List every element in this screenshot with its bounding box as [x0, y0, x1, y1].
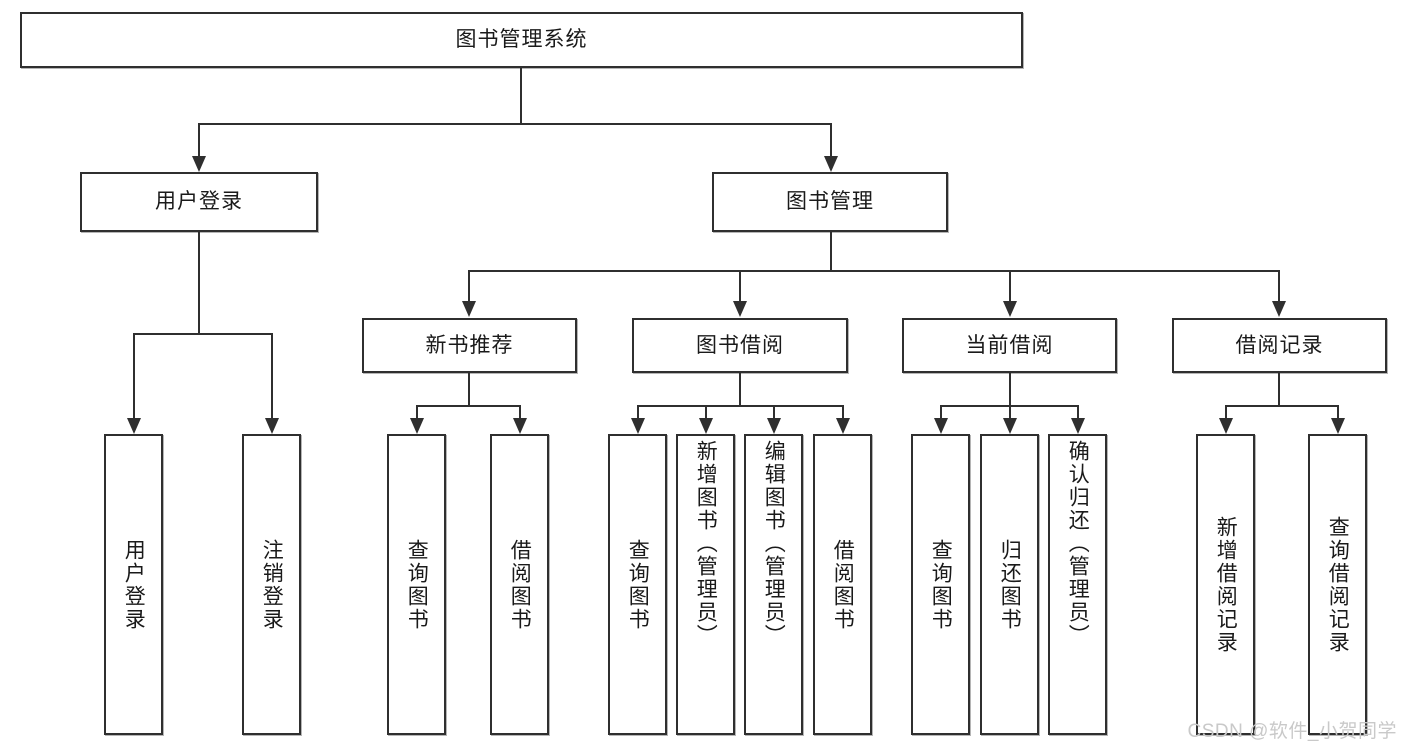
connector-drop-leaf-user-login	[133, 333, 135, 419]
node-label: 借阅记录	[1235, 333, 1324, 357]
connector-level3-drop-borrow-record	[1278, 270, 1280, 303]
node-leaf-query-book-3[interactable]: 查询图书	[911, 434, 970, 735]
arrowhead-current-borrow	[1003, 301, 1017, 317]
arrowhead-book-management	[824, 156, 838, 172]
node-book-borrow[interactable]: 图书借阅	[632, 318, 848, 373]
arrowhead-leaf-confirm-return	[1071, 418, 1085, 434]
connector-user-login-stem	[198, 232, 200, 334]
node-label: 注销登录	[260, 538, 284, 631]
connector-user-login-bus	[133, 333, 273, 335]
connector-level3-drop-new-book-recommend	[468, 270, 470, 303]
arrowhead-new-book-recommend	[462, 301, 476, 317]
connector-drop-leaf-confirm-return	[1077, 405, 1079, 421]
node-leaf-logout[interactable]: 注销登录	[242, 434, 301, 735]
node-leaf-add-book[interactable]: 新增图书（管理员）	[676, 434, 735, 735]
node-label: 借阅图书	[508, 538, 532, 631]
node-label: 新增借阅记录	[1214, 515, 1238, 654]
node-label: 归还图书	[998, 538, 1022, 631]
connector-borrow-record-stem	[1278, 373, 1280, 406]
connector-drop-leaf-borrow-book-1	[519, 405, 521, 421]
arrowhead-leaf-add-record	[1219, 418, 1233, 434]
node-leaf-return-book[interactable]: 归还图书	[980, 434, 1039, 735]
connector-drop-leaf-add-book	[705, 405, 707, 421]
arrowhead-leaf-query-book-2	[631, 418, 645, 434]
connector-drop-leaf-add-record	[1225, 405, 1227, 421]
connector-new-book-recommend-bus	[416, 405, 521, 407]
connector-book-borrow-stem	[739, 373, 741, 406]
node-book-management[interactable]: 图书管理	[712, 172, 948, 232]
arrowhead-leaf-edit-book	[767, 418, 781, 434]
node-label: 查询图书	[405, 538, 429, 631]
arrowhead-borrow-record	[1272, 301, 1286, 317]
node-label: 图书管理系统	[455, 28, 588, 52]
arrowhead-leaf-user-login	[127, 418, 141, 434]
node-label: 新书推荐	[425, 333, 514, 357]
arrowhead-leaf-query-book-1	[410, 418, 424, 434]
node-leaf-borrow-book-2[interactable]: 借阅图书	[813, 434, 872, 735]
arrowhead-leaf-borrow-book-2	[836, 418, 850, 434]
connector-book-borrow-bus	[637, 405, 844, 407]
node-leaf-confirm-return[interactable]: 确认归还（管理员）	[1048, 434, 1107, 735]
node-label: 用户登录	[155, 190, 243, 214]
node-label: 查询图书	[929, 538, 953, 631]
arrowhead-leaf-query-record	[1331, 418, 1345, 434]
connector-drop-leaf-edit-book	[773, 405, 775, 421]
node-label: 图书管理	[786, 190, 874, 214]
connector-drop-leaf-return-book	[1009, 405, 1011, 421]
node-label: 用户登录	[122, 538, 146, 631]
connector-book-management-stem	[830, 232, 832, 271]
arrowhead-leaf-borrow-book-1	[513, 418, 527, 434]
connector-level2-bus	[198, 123, 832, 125]
connector-level3-bus	[468, 270, 1280, 272]
connector-level2-drop-book-management	[830, 123, 832, 158]
node-leaf-edit-book[interactable]: 编辑图书（管理员）	[744, 434, 803, 735]
connector-drop-leaf-query-book-1	[416, 405, 418, 421]
arrowhead-book-borrow	[733, 301, 747, 317]
node-leaf-query-record[interactable]: 查询借阅记录	[1308, 434, 1367, 735]
connector-current-borrow-stem	[1009, 373, 1011, 406]
connector-level2-drop-user-login	[198, 123, 200, 158]
node-label: 查询图书	[626, 538, 650, 631]
node-leaf-query-book-2[interactable]: 查询图书	[608, 434, 667, 735]
watermark-csdn: CSDN @软件_小贺同学	[1187, 721, 1397, 742]
arrowhead-leaf-logout	[265, 418, 279, 434]
node-current-borrow[interactable]: 当前借阅	[902, 318, 1117, 373]
node-leaf-borrow-book-1[interactable]: 借阅图书	[490, 434, 549, 735]
arrowhead-leaf-query-book-3	[934, 418, 948, 434]
node-label: 编辑图书（管理员）	[762, 440, 786, 647]
node-label: 新增图书（管理员）	[694, 440, 718, 647]
connector-borrow-record-bus	[1225, 405, 1339, 407]
connector-drop-leaf-query-book-2	[637, 405, 639, 421]
node-leaf-query-book-1[interactable]: 查询图书	[387, 434, 446, 735]
connector-drop-leaf-query-record	[1337, 405, 1339, 421]
connector-level3-drop-book-borrow	[739, 270, 741, 303]
connector-drop-leaf-logout	[271, 333, 273, 419]
connector-drop-leaf-borrow-book-2	[842, 405, 844, 421]
node-label: 当前借阅	[965, 333, 1054, 357]
node-label: 图书借阅	[696, 333, 784, 357]
node-root-book-management-system[interactable]: 图书管理系统	[20, 12, 1023, 68]
node-label: 查询借阅记录	[1326, 515, 1350, 654]
arrowhead-leaf-return-book	[1003, 418, 1017, 434]
connector-new-book-recommend-stem	[468, 373, 470, 406]
connector-drop-leaf-query-book-3	[940, 405, 942, 421]
node-label: 借阅图书	[831, 538, 855, 631]
node-label: 确认归还（管理员）	[1066, 440, 1090, 647]
arrowhead-user-login	[192, 156, 206, 172]
connector-root-stem	[520, 68, 522, 124]
connector-level3-drop-current-borrow	[1009, 270, 1011, 303]
node-leaf-user-login[interactable]: 用户登录	[104, 434, 163, 735]
node-leaf-add-record[interactable]: 新增借阅记录	[1196, 434, 1255, 735]
node-borrow-record[interactable]: 借阅记录	[1172, 318, 1387, 373]
node-new-book-recommend[interactable]: 新书推荐	[362, 318, 577, 373]
arrowhead-leaf-add-book	[699, 418, 713, 434]
node-user-login[interactable]: 用户登录	[80, 172, 318, 232]
